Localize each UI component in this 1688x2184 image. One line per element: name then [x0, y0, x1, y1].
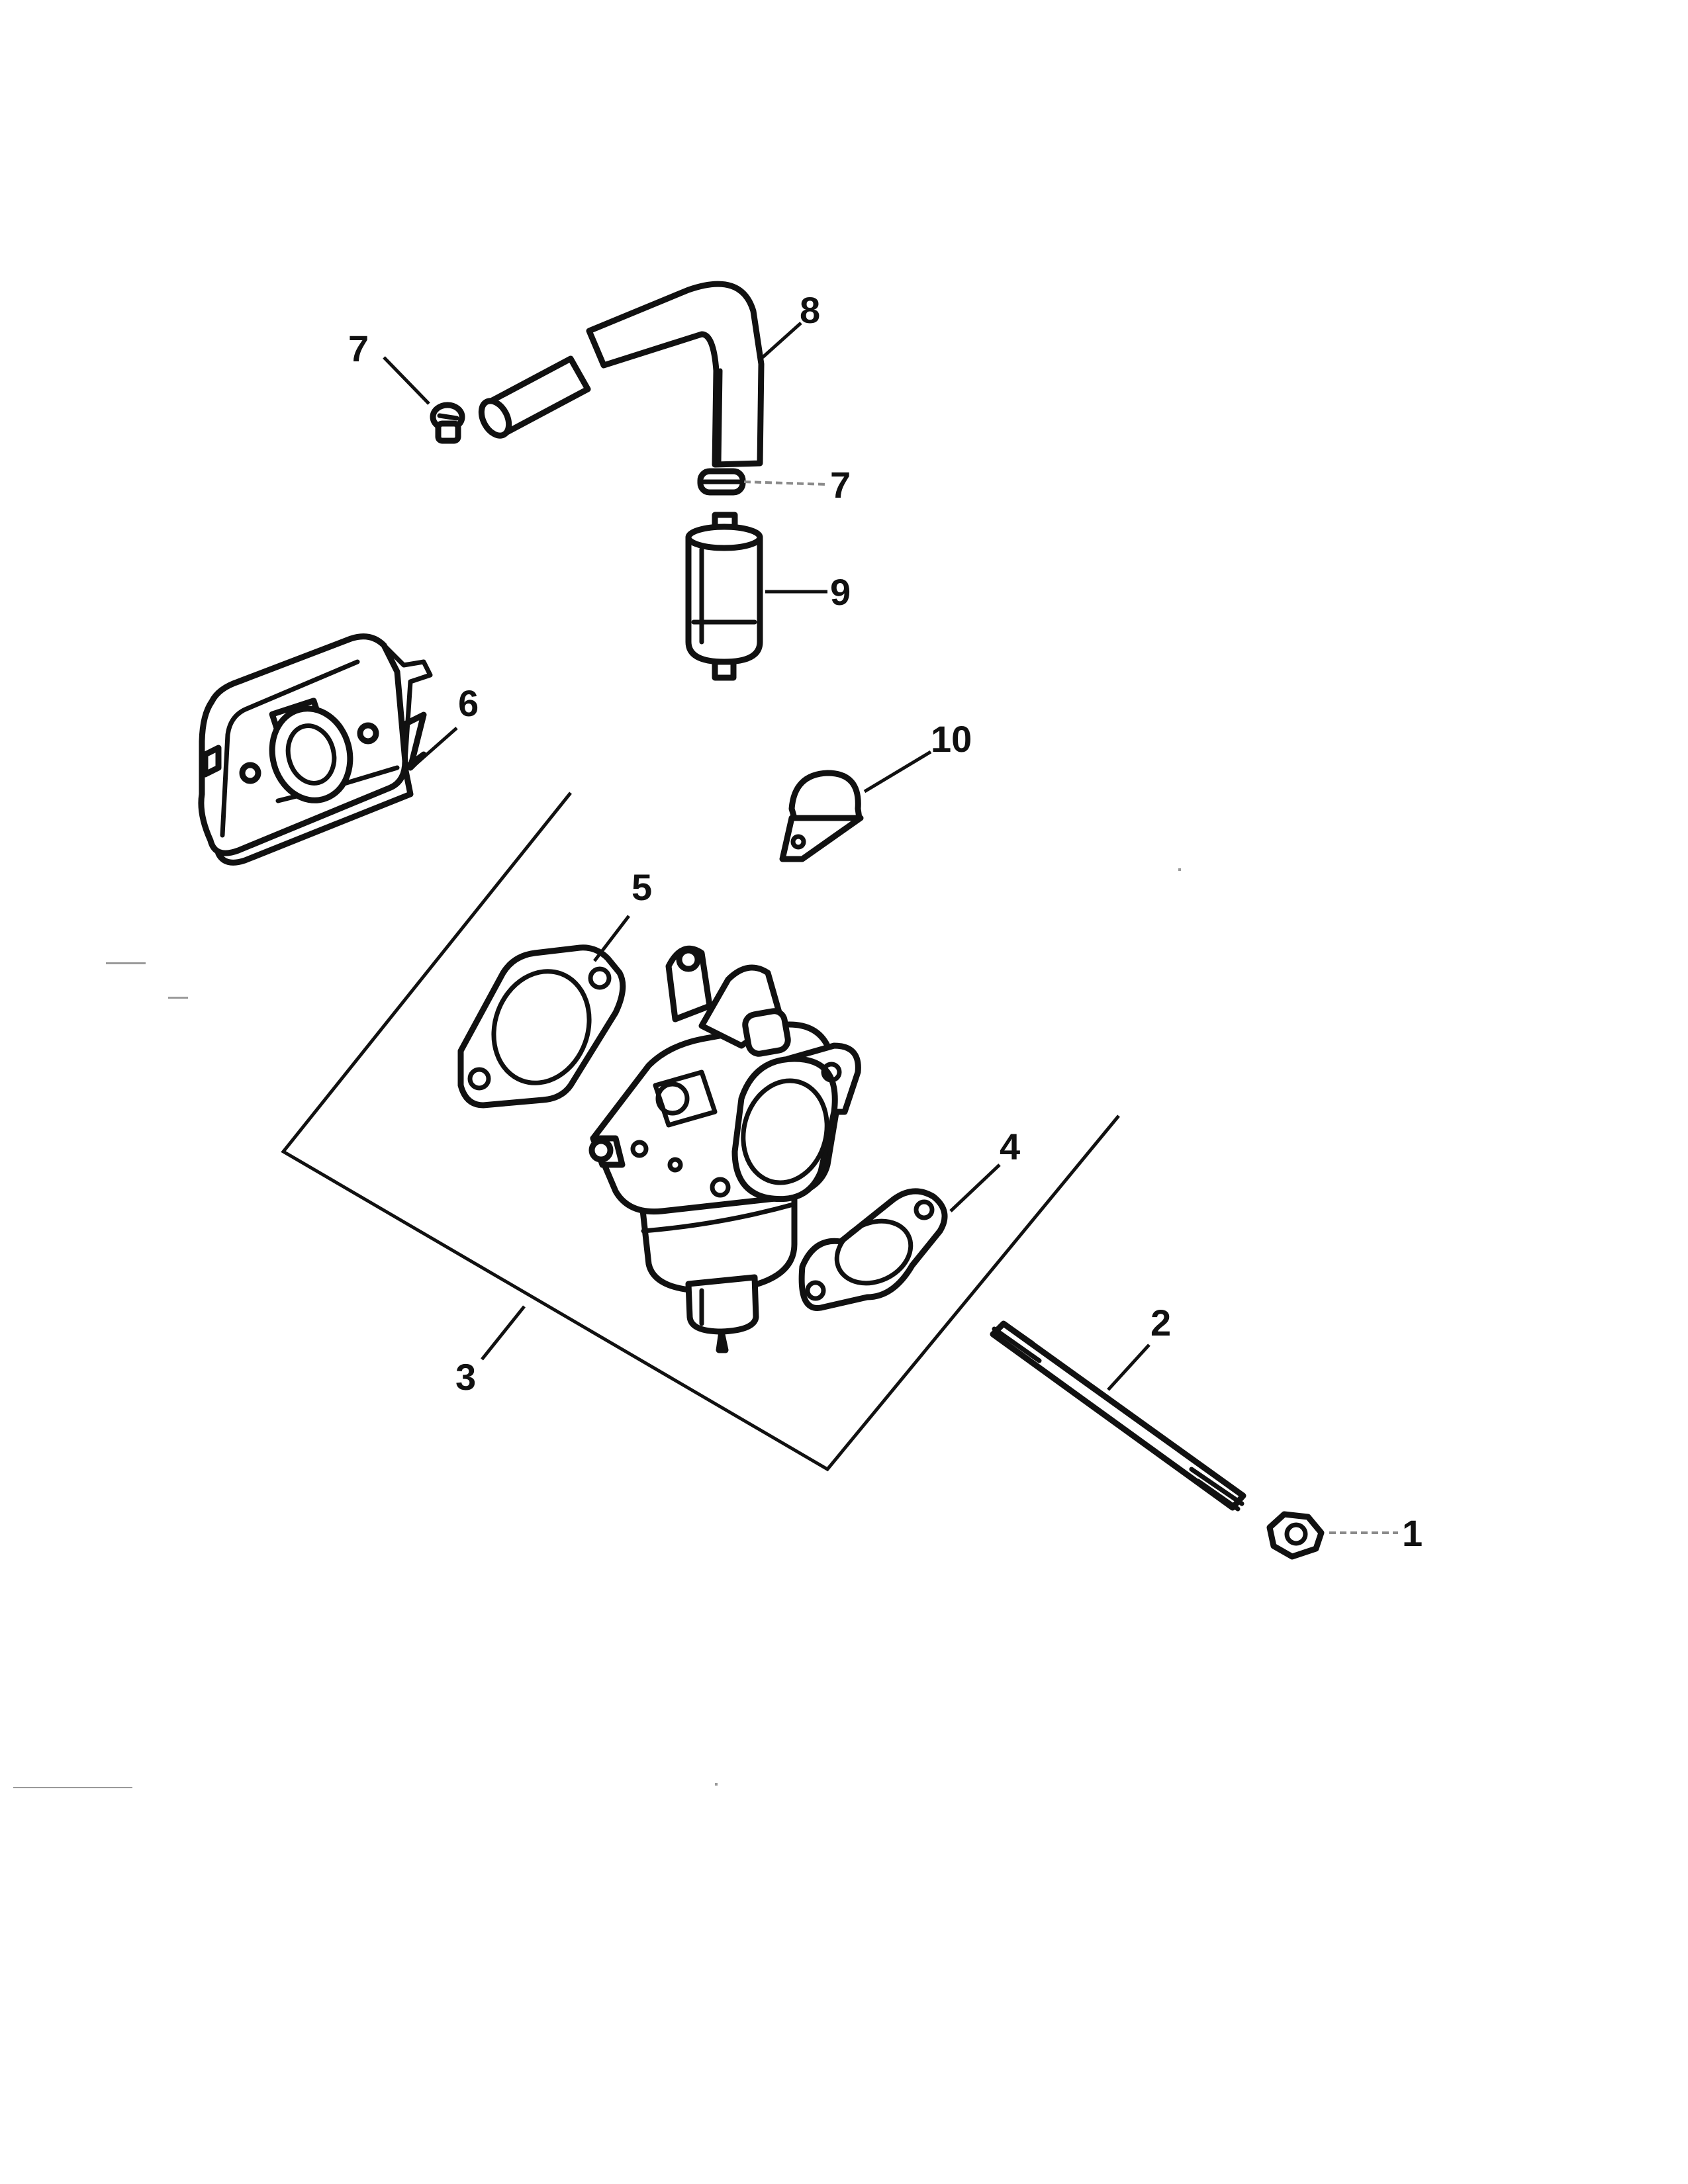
callout-6: 6 — [458, 682, 479, 724]
callout-4: 4 — [1000, 1126, 1020, 1167]
part-mounting-stud — [990, 1320, 1246, 1512]
part-fuel-filter — [685, 512, 763, 681]
part-gasket-lower — [798, 1188, 948, 1311]
callout-2: 2 — [1150, 1302, 1171, 1343]
part-nut — [1266, 1511, 1325, 1560]
callout-8: 8 — [800, 289, 820, 331]
callout-3: 3 — [455, 1356, 476, 1398]
callout-1: 1 — [1402, 1512, 1423, 1554]
callout-10: 10 — [931, 718, 972, 760]
part-fuel-line-clip — [779, 770, 864, 862]
scan-artifacts — [13, 868, 1181, 1788]
callout-5: 5 — [632, 866, 652, 908]
leader-lines — [383, 322, 1398, 1534]
callout-7-upper: 7 — [348, 328, 369, 369]
callout-labels: 8 7 7 9 6 10 5 4 2 3 1 — [348, 289, 1423, 1554]
part-carburetor — [588, 945, 861, 1353]
part-hose-clamp-middle — [697, 468, 746, 496]
part-fuel-line — [478, 281, 765, 468]
part-hose-clamp-upper — [430, 402, 465, 444]
callout-7-middle: 7 — [830, 464, 851, 506]
callout-9: 9 — [830, 571, 851, 613]
part-air-cleaner-base — [198, 633, 433, 866]
part-gasket-upper — [457, 944, 626, 1109]
assembly-bracket — [281, 792, 1120, 1472]
